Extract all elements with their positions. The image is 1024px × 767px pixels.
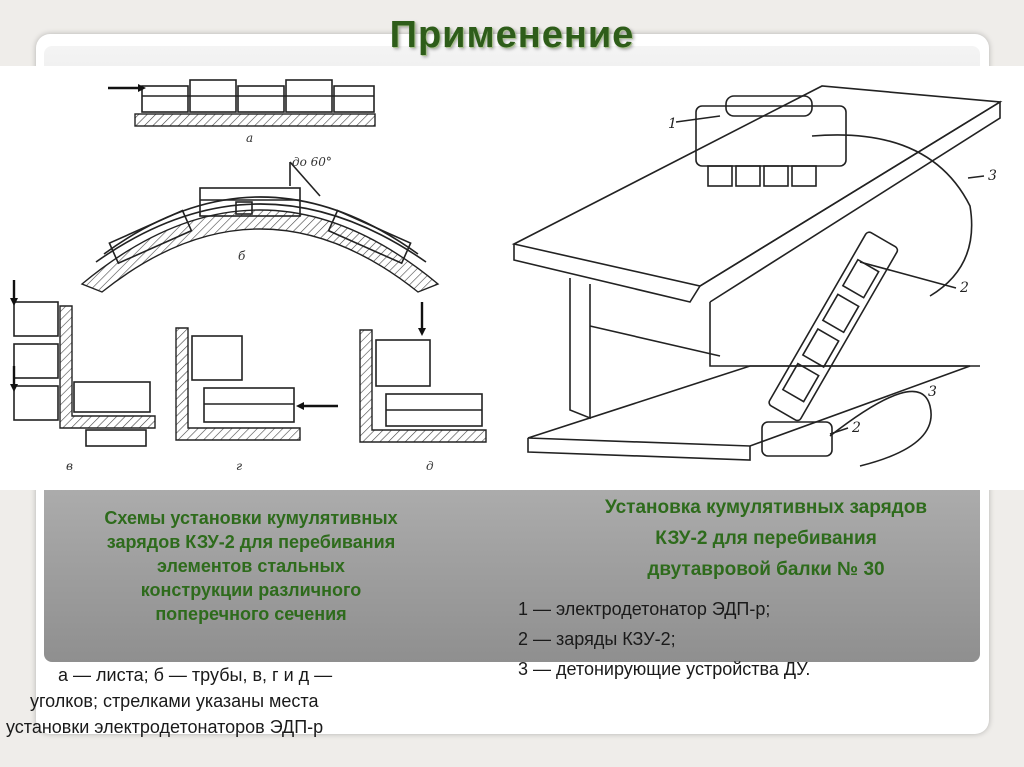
slide-title: Применение <box>389 14 635 56</box>
angle-label: до 60° <box>292 155 332 169</box>
i-beam-drawing: 1 2 2 3 3 <box>511 85 1003 467</box>
label-a: а <box>246 131 253 145</box>
label-b: б <box>238 249 246 263</box>
label-d: д <box>426 459 434 473</box>
i-beam-figure: 1 2 2 3 3 <box>500 66 1024 490</box>
callout-3-bottom: 3 <box>928 384 937 400</box>
note-line: установки электродетонаторов ЭДП-р <box>6 717 324 737</box>
scheme-angle-g: г <box>175 327 338 473</box>
scheme-angle-v: в <box>10 280 156 473</box>
right-figure-legend: 1 — электродетонатор ЭДП-р; 2 — заряды К… <box>518 594 998 684</box>
left-figure-note: а — листа; б — трубы, в, г и д — уголков… <box>6 662 496 740</box>
legend-item: 3 — детонирующие устройства ДУ. <box>518 659 811 679</box>
scheme-plate: а <box>108 79 376 145</box>
note-line: уголков; стрелками указаны места <box>30 691 319 711</box>
callout-1: 1 <box>668 116 677 132</box>
note-line: а — листа; б — трубы, в, г и д — <box>58 665 333 685</box>
label-g: г <box>236 459 242 473</box>
caption-line: двутавровой балки № 30 <box>647 559 885 580</box>
caption-line: элементов стальных <box>157 556 345 576</box>
caption-line: Схемы установки кумулятивных <box>104 508 398 528</box>
label-v: в <box>66 459 73 473</box>
caption-line: поперечного сечения <box>155 604 347 624</box>
cross-section-schemes-figure: а до 60° б <box>0 66 500 490</box>
caption-line: Установка кумулятивных зарядов <box>604 497 928 518</box>
scheme-angle-d: д <box>359 302 487 473</box>
caption-line: КЗУ-2 для перебивания <box>655 528 877 549</box>
cross-section-schemes-drawing: а до 60° б <box>10 79 487 473</box>
scheme-pipe: до 60° б <box>80 155 440 293</box>
callout-3-top: 3 <box>988 168 997 184</box>
left-figure-caption: Схемы установки кумулятивных зарядов КЗУ… <box>6 506 496 626</box>
callout-2-bottom: 2 <box>851 420 861 436</box>
legend-item: 2 — заряды КЗУ-2; <box>518 629 676 649</box>
caption-line: конструкции различного <box>140 580 362 600</box>
legend-item: 1 — электродетонатор ЭДП-р; <box>518 599 771 619</box>
callout-2-top: 2 <box>959 280 969 296</box>
caption-line: зарядов КЗУ-2 для перебивания <box>106 532 396 552</box>
right-figure-caption: Установка кумулятивных зарядов КЗУ-2 для… <box>516 492 1016 585</box>
